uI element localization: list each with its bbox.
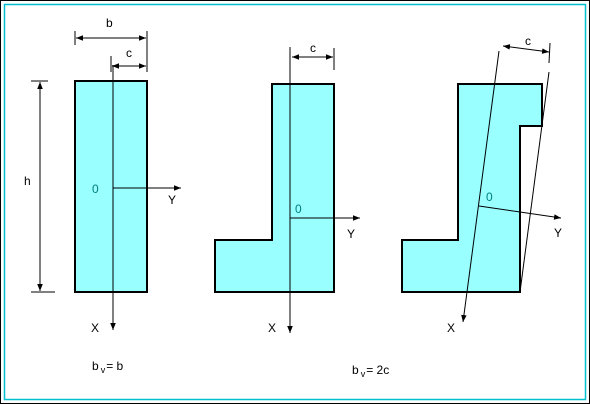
section-l-shape: c 0 Y X — [214, 41, 360, 335]
rotated-shape — [401, 83, 543, 293]
origin-label: 0 — [92, 182, 99, 196]
axis-x-label: X — [268, 321, 276, 335]
l-shape — [214, 83, 335, 293]
dim-b-label: b — [106, 16, 113, 30]
axis-y-line — [478, 205, 562, 220]
axis-x-label: X — [447, 321, 455, 335]
axis-y-label: Y — [347, 227, 355, 241]
axis-x-label: X — [91, 321, 99, 335]
dim-c-line — [502, 44, 550, 54]
axis-y-label: Y — [168, 193, 176, 207]
axis-y-label: Y — [554, 226, 562, 240]
slanted-edge — [519, 71, 550, 293]
dim-c-label: c — [126, 46, 132, 60]
dim-c-label: c — [525, 34, 531, 48]
rectangle-shape — [74, 80, 148, 293]
axis-x-line — [461, 50, 500, 323]
origin-label: 0 — [486, 190, 493, 204]
dim-c-label: c — [310, 41, 316, 55]
section-rotated: c 0 Y X — [401, 34, 562, 335]
origin-label: 0 — [295, 202, 302, 216]
dim-h-label: h — [24, 174, 31, 188]
dim-c-extension-right — [548, 42, 551, 64]
inner-frame — [3, 3, 587, 401]
